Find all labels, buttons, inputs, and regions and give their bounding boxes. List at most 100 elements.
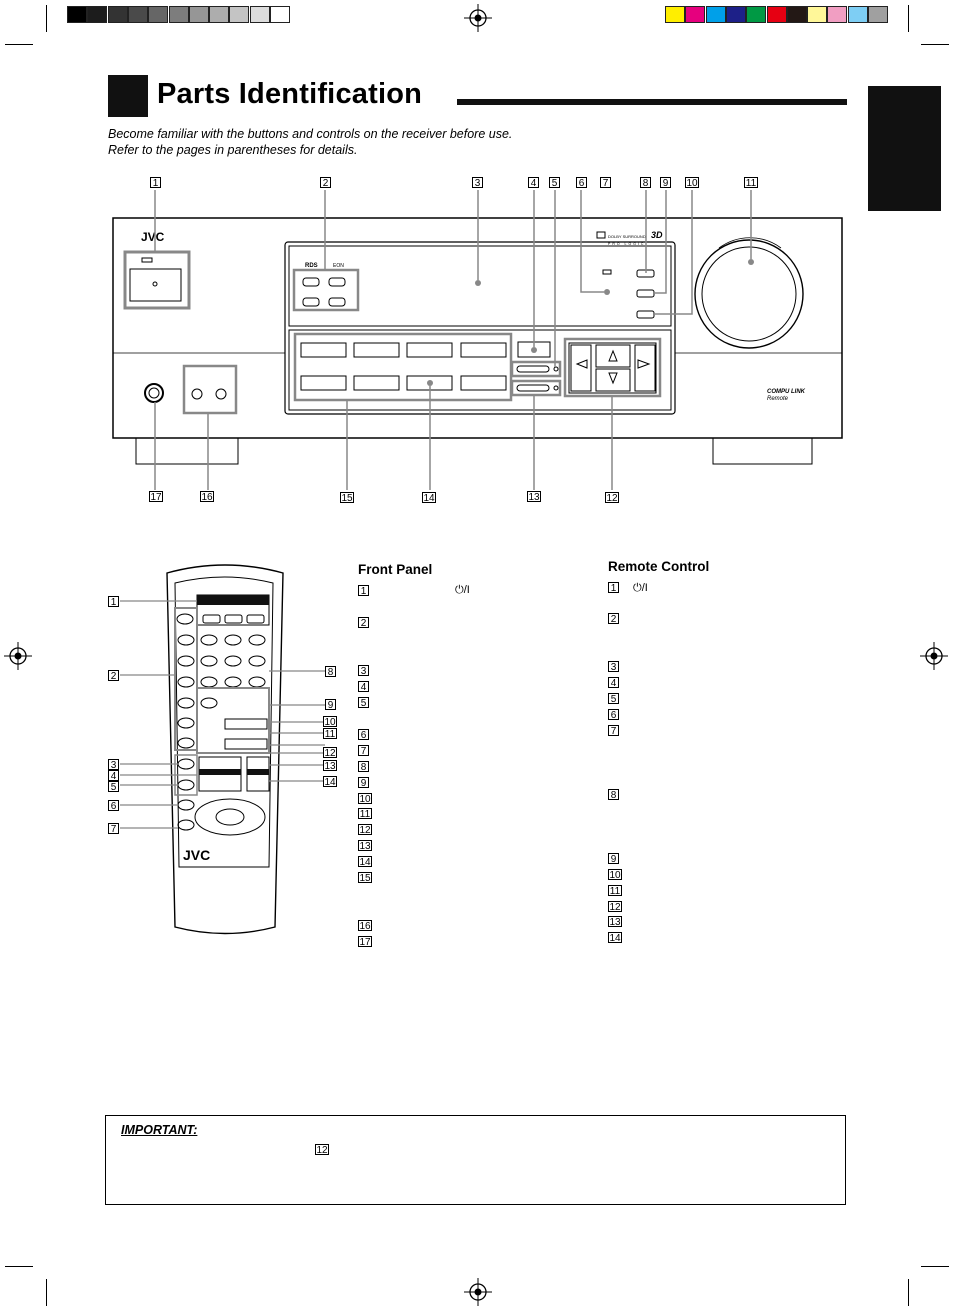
crop-mark (5, 1266, 33, 1267)
front-panel-item-number: 13 (358, 840, 372, 852)
color-swatch (665, 6, 685, 23)
crop-mark (921, 44, 949, 45)
intro-line-1: Become familiar with the buttons and con… (108, 127, 513, 141)
remote-control-item-number: 1 (608, 582, 619, 594)
callout-17: 17 (149, 491, 163, 503)
remote-control-item-number: 11 (608, 885, 622, 897)
rds-logo: RDS (305, 263, 318, 269)
color-swatch (868, 6, 888, 23)
front-panel-item-number: 15 (358, 872, 372, 884)
remote-control-item-number: 5 (608, 693, 619, 705)
front-panel-item-number: 1 (358, 585, 369, 597)
color-swatch (705, 6, 726, 23)
remote-control-item-number: 8 (608, 789, 619, 801)
remote-illustration: JVC (120, 564, 325, 935)
remote-callout-7: 7 (108, 823, 119, 835)
crop-mark (921, 1266, 949, 1267)
remote-control-item-number: 2 (608, 613, 619, 625)
registration-mark (4, 642, 32, 670)
remote-control-item-number: 6 (608, 709, 619, 721)
remote-callout-13: 13 (323, 760, 337, 772)
remote-callout-11: 11 (323, 728, 337, 740)
remote-callout-14: 14 (323, 776, 337, 788)
front-panel-item-number: 12 (358, 824, 372, 836)
callout-7: 7 (600, 177, 611, 189)
remote-control-item-number: 14 (608, 932, 622, 944)
callout-5: 5 (549, 177, 560, 189)
receiver-brand: JVC (141, 230, 165, 244)
grayscale-swatch (209, 6, 230, 23)
logo-3d: 3D (651, 230, 663, 240)
grayscale-swatch (270, 6, 290, 23)
callout-2: 2 (320, 177, 331, 189)
remote-control-item-number: 13 (608, 916, 622, 928)
remote-callout-9: 9 (325, 699, 336, 711)
color-swatch (847, 6, 868, 23)
registration-mark (464, 1278, 492, 1306)
front-panel-power-symbol: ⏻/I (455, 584, 470, 596)
grayscale-swatch (127, 6, 148, 23)
color-swatch (746, 6, 767, 23)
crop-mark (908, 1279, 909, 1306)
remote-callout-12: 12 (323, 747, 337, 759)
remote-control-power-symbol: ⏻/I (633, 582, 648, 594)
compu-link-label: COMPU LINK (767, 389, 806, 395)
front-panel-item-number: 7 (358, 745, 369, 757)
front-panel-item-number: 3 (358, 665, 369, 677)
remote-label: Remote (767, 396, 789, 402)
title-rule (457, 99, 847, 105)
callout-6: 6 (576, 177, 587, 189)
callout-15: 15 (340, 492, 354, 504)
language-tab (868, 86, 941, 211)
remote-control-item-number: 9 (608, 853, 619, 865)
color-swatch (827, 6, 848, 23)
color-swatch (807, 6, 828, 23)
dolby-text: DOLBY SURROUND (608, 234, 646, 239)
registration-mark (920, 642, 948, 670)
intro-line-2: Refer to the pages in parentheses for de… (108, 143, 358, 157)
callout-8: 8 (640, 177, 651, 189)
grayscale-swatch (148, 6, 169, 23)
remote-callout-8: 8 (325, 666, 336, 678)
remote-brand: JVC (183, 847, 210, 863)
callout-14: 14 (422, 492, 436, 504)
color-swatch (786, 6, 807, 23)
front-panel-item-number: 6 (358, 729, 369, 741)
title-block-icon (108, 75, 148, 117)
callout-3: 3 (472, 177, 483, 189)
remote-callout-2: 2 (108, 670, 119, 682)
remote-callout-4: 4 (108, 770, 119, 782)
callout-13: 13 (527, 491, 541, 503)
pro-logic-text: PRO LOGIC (608, 242, 645, 246)
important-heading: IMPORTANT: (121, 1123, 198, 1137)
remote-callout-5: 5 (108, 781, 119, 793)
remote-control-item-number: 4 (608, 677, 619, 689)
callout-9: 9 (660, 177, 671, 189)
color-swatch (766, 6, 787, 23)
color-swatch (685, 6, 706, 23)
remote-control-item-number: 12 (608, 901, 622, 913)
callout-10: 10 (685, 177, 699, 189)
eon-label: EON (333, 263, 344, 269)
front-panel-item-number: 5 (358, 697, 369, 709)
remote-control-item-number: 10 (608, 869, 622, 881)
grayscale-swatch (168, 6, 189, 23)
grayscale-swatch (87, 6, 108, 23)
crop-mark (46, 5, 47, 32)
front-panel-heading: Front Panel (358, 562, 433, 577)
important-box: IMPORTANT: 12 (105, 1115, 846, 1205)
crop-mark (908, 5, 909, 32)
remote-callout-6: 6 (108, 800, 119, 812)
callout-1: 1 (150, 177, 161, 189)
registration-mark (464, 4, 492, 32)
front-panel-item-number: 2 (358, 617, 369, 629)
front-panel-item-number: 10 (358, 793, 372, 805)
remote-callout-3: 3 (108, 759, 119, 771)
front-panel-item-number: 11 (358, 808, 372, 820)
callout-11: 11 (744, 177, 758, 189)
front-panel-item-number: 17 (358, 936, 372, 948)
remote-control-item-number: 3 (608, 661, 619, 673)
important-ref-number: 12 (315, 1144, 329, 1156)
remote-callout-10: 10 (323, 716, 337, 728)
front-panel-item-number: 9 (358, 777, 369, 789)
